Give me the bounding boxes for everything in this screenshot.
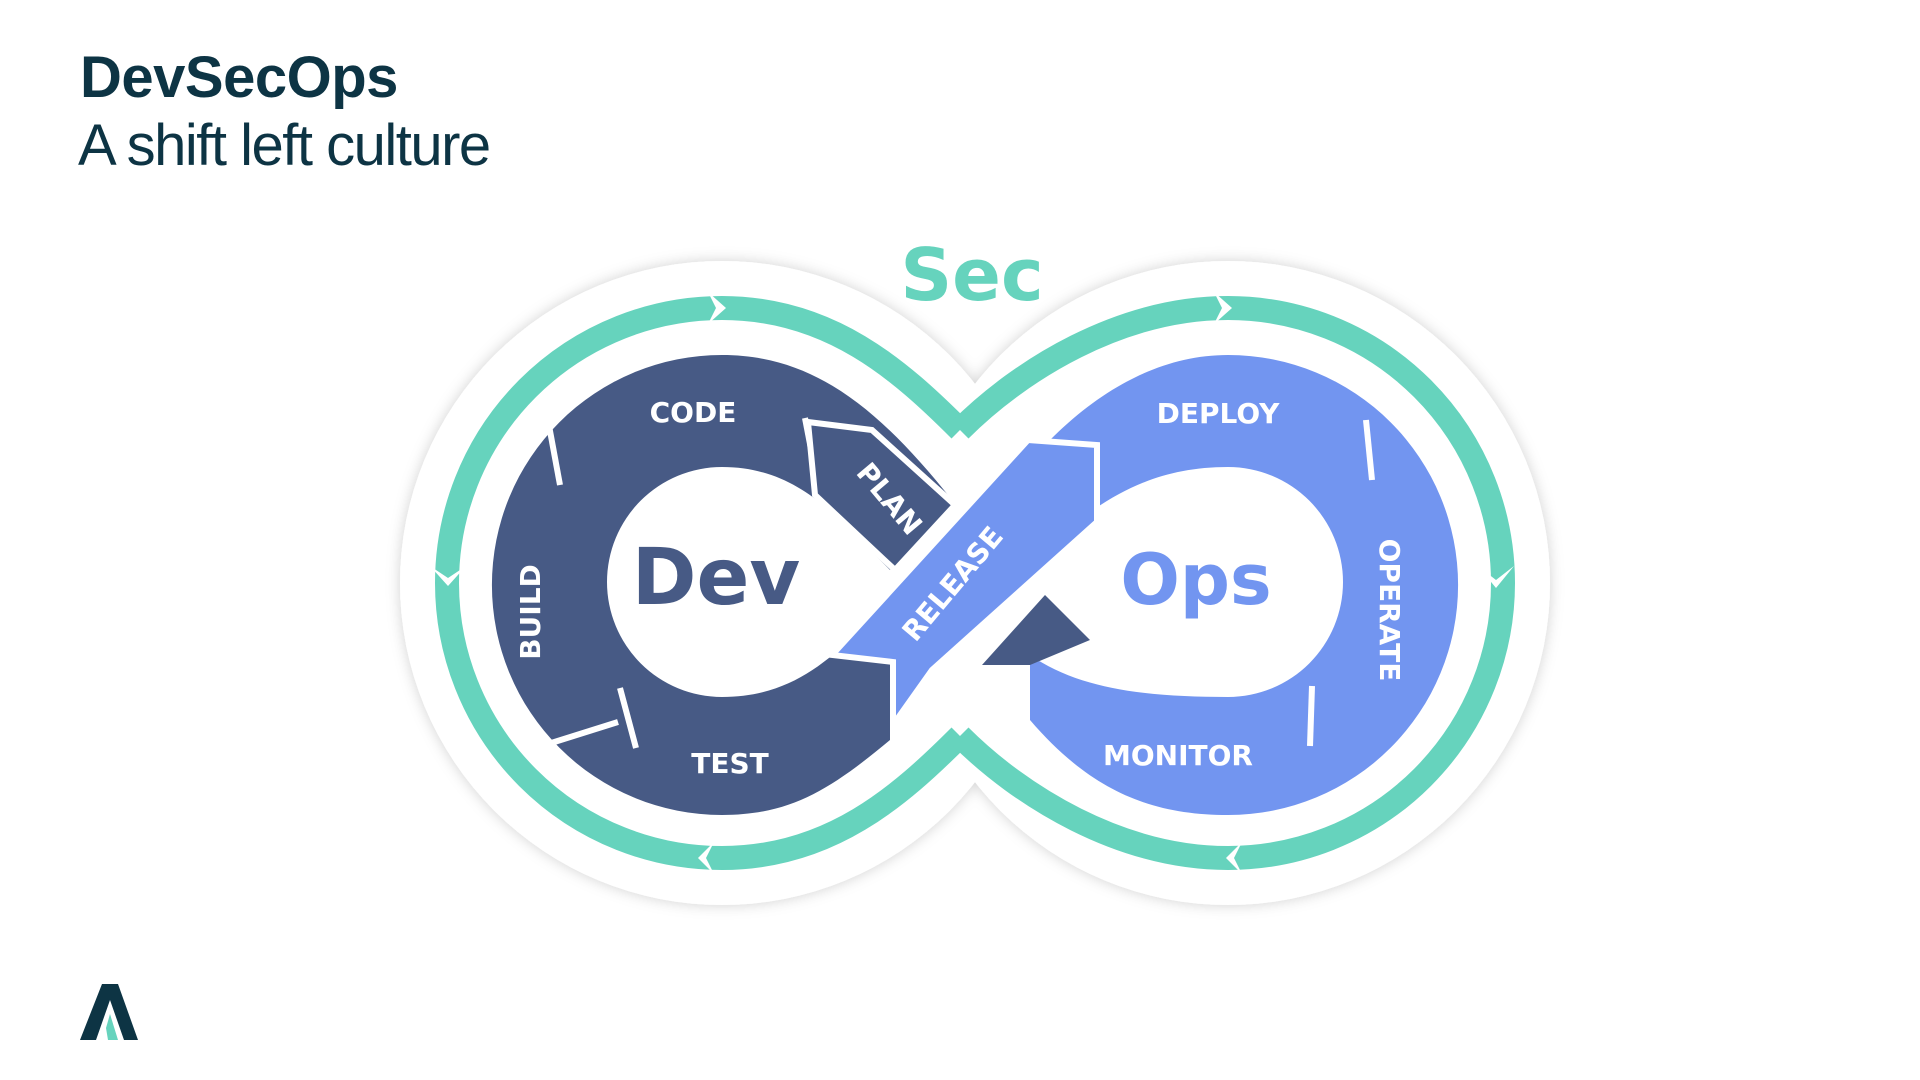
stage-label-operate: OPERATE bbox=[1373, 539, 1406, 682]
dev-plan-block bbox=[804, 418, 960, 575]
stage-label-code: CODE bbox=[650, 396, 737, 429]
stage-label-test: TEST bbox=[691, 747, 769, 780]
ops-stage-labels: DEPLOY OPERATE MONITOR bbox=[1103, 397, 1406, 772]
slide-title: DevSecOps bbox=[80, 45, 398, 110]
sec-arrow-bottom-right bbox=[1226, 842, 1242, 874]
ops-ring bbox=[982, 354, 1459, 815]
release-band bbox=[825, 436, 1100, 735]
sec-arrow-left bbox=[430, 566, 466, 586]
ops-ring-body bbox=[1030, 354, 1459, 815]
sec-arrow-top-left bbox=[708, 292, 726, 324]
slide-subtitle: A shift left culture bbox=[78, 113, 491, 178]
sec-label: Sec bbox=[900, 233, 1043, 317]
sec-ring-right bbox=[951, 295, 1515, 871]
dev-ring bbox=[491, 354, 960, 815]
ops-dark-tail bbox=[982, 595, 1090, 665]
sec-arrow-right bbox=[1478, 566, 1514, 588]
sec-arrow-top-right bbox=[1214, 292, 1232, 324]
sec-arrow-bottom-left bbox=[698, 842, 714, 874]
stage-label-build: BUILD bbox=[514, 564, 547, 660]
stage-label-monitor: MONITOR bbox=[1103, 739, 1253, 772]
company-logo-icon bbox=[80, 984, 138, 1040]
stage-label-deploy: DEPLOY bbox=[1157, 397, 1281, 430]
ops-center-label: Ops bbox=[1120, 539, 1271, 621]
sec-ring-arrows bbox=[430, 292, 1514, 874]
dev-center-label: Dev bbox=[632, 533, 801, 623]
